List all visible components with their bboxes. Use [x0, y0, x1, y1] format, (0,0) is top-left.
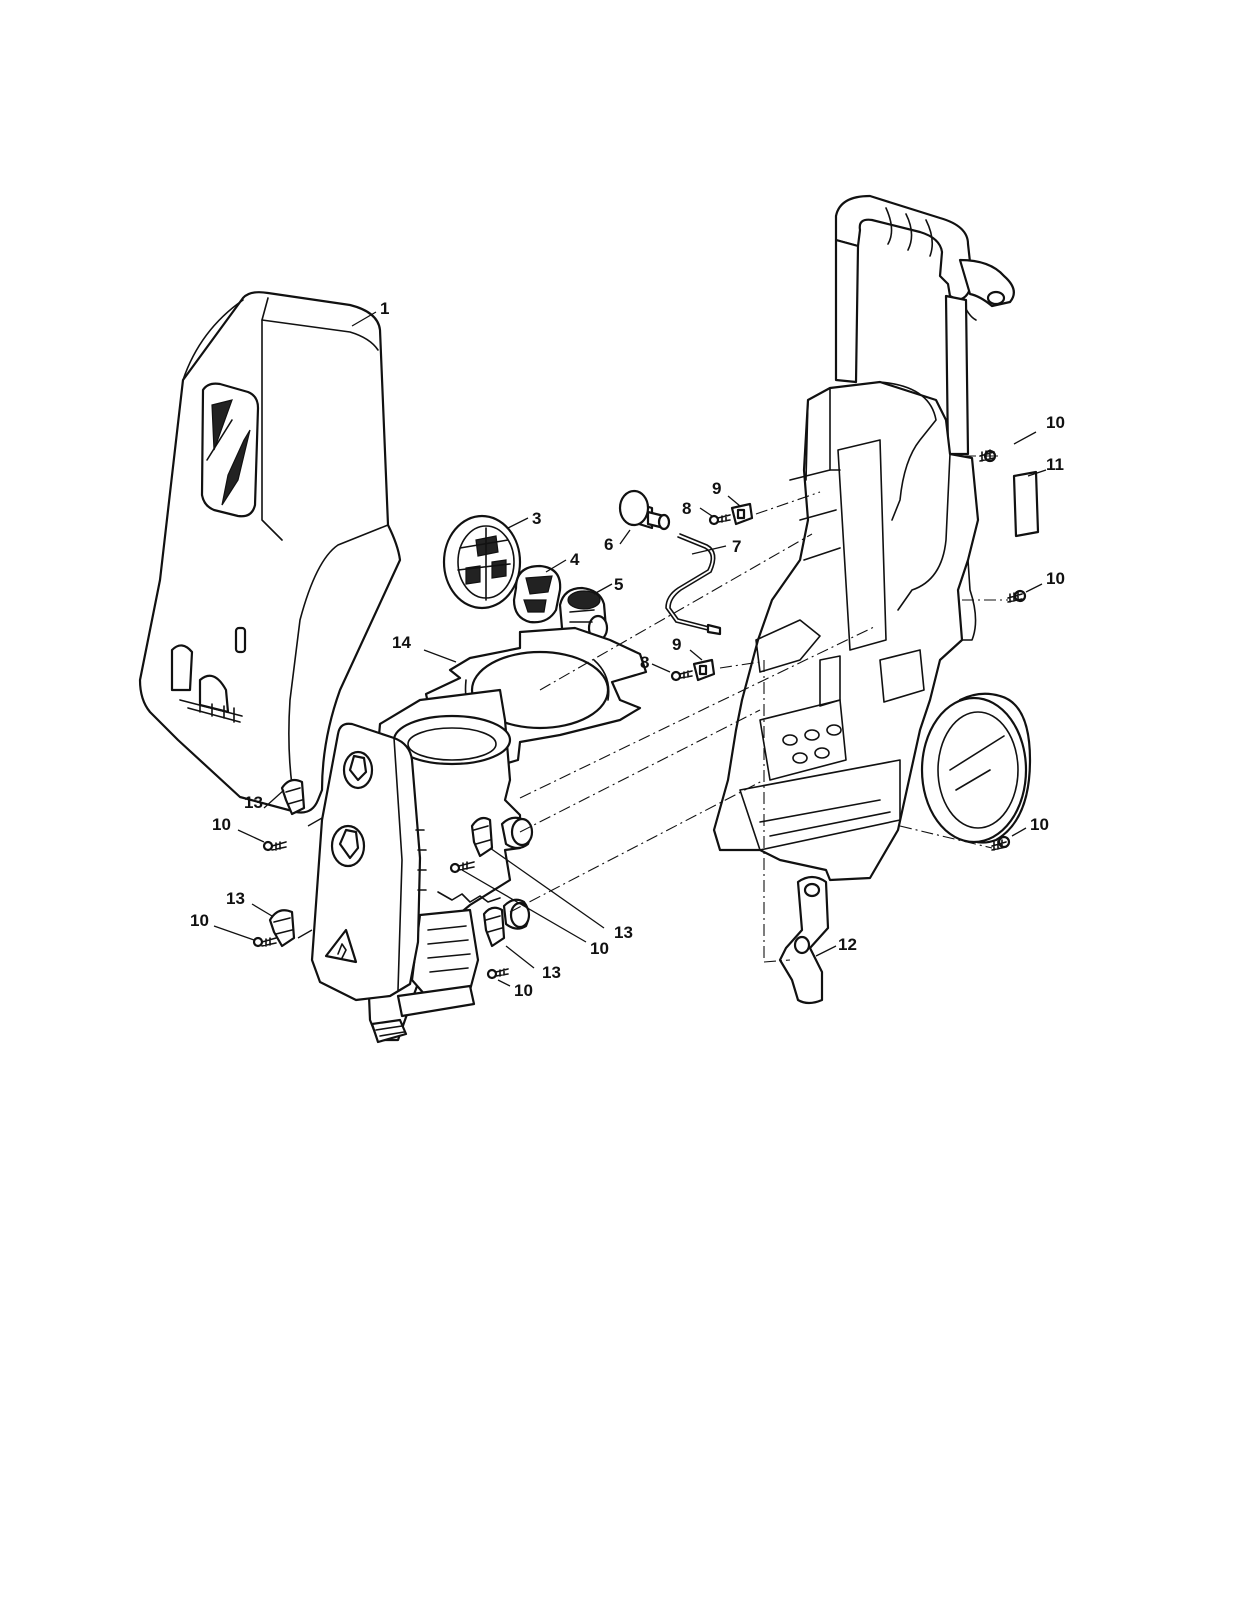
callout-13-lower-left: 13: [226, 889, 245, 908]
callout-labels: 1 3 4 5 6 7 8 9 9 8 10 11 10 10 14 13 10…: [190, 299, 1065, 1000]
main-frame: [712, 194, 1015, 882]
wheel: [920, 692, 1032, 844]
part-10-screw-left-upper: [262, 840, 287, 852]
part-10-screw-frame-bottom: [991, 835, 1011, 851]
callout-1: 1: [380, 299, 389, 318]
part-10-screw-center: [449, 861, 475, 874]
callout-6: 6: [604, 535, 613, 554]
callout-8-upper: 8: [682, 499, 691, 518]
control-panel: [310, 722, 427, 1002]
part-1-front-cover: [138, 291, 402, 814]
part-11-label: [1012, 470, 1040, 538]
callout-13-upper-left: 13: [244, 793, 263, 812]
callout-12: 12: [838, 935, 857, 954]
callout-10-left-lower: 10: [190, 911, 209, 930]
callout-3: 3: [532, 509, 541, 528]
callout-9-upper: 9: [712, 479, 721, 498]
part-13-hose-clip-lower-center: [482, 906, 506, 948]
part-9-clip-upper: [730, 502, 754, 526]
part-3-filter-cap: [442, 514, 522, 610]
callout-14: 14: [392, 633, 411, 652]
part-10-screw-frame-middle: [1007, 589, 1027, 603]
callout-5: 5: [614, 575, 623, 594]
callout-10-lower-center: 10: [514, 981, 533, 1000]
part-13-hose-clip-lower-left: [268, 909, 296, 948]
part-6-cylinder-plug: [618, 489, 671, 531]
part-13-hose-clip-center: [470, 816, 494, 858]
callout-11: 11: [1046, 455, 1064, 474]
assembly-lines: [509, 455, 1008, 963]
callout-10-frame-middle: 10: [1046, 569, 1065, 588]
leader-lines: [213, 311, 1047, 987]
callout-10-frame-bottom: 10: [1030, 815, 1049, 834]
callout-10-left-upper: 10: [212, 815, 231, 834]
part-10-screw-lower-center: [486, 968, 509, 980]
callout-10-frame-top: 10: [1046, 413, 1065, 432]
callout-13-center: 13: [614, 923, 633, 942]
part-4-filter-sleeve: [512, 564, 562, 624]
part-10-screw-left-lower: [252, 936, 277, 948]
callout-4: 4: [570, 550, 580, 569]
part-8-screw-upper: [708, 514, 731, 526]
callout-13-lower-center: 13: [542, 963, 561, 982]
callout-9-lower: 9: [672, 635, 681, 654]
part-13-hose-clip-upper-left: [280, 778, 306, 816]
part-8-screw-lower: [670, 670, 693, 682]
part-12-hose-guide: [778, 875, 830, 1005]
callout-8-lower: 8: [640, 653, 649, 672]
part-9-clip-lower: [692, 658, 716, 682]
callout-7: 7: [732, 537, 741, 556]
callout-10-center: 10: [590, 939, 609, 958]
